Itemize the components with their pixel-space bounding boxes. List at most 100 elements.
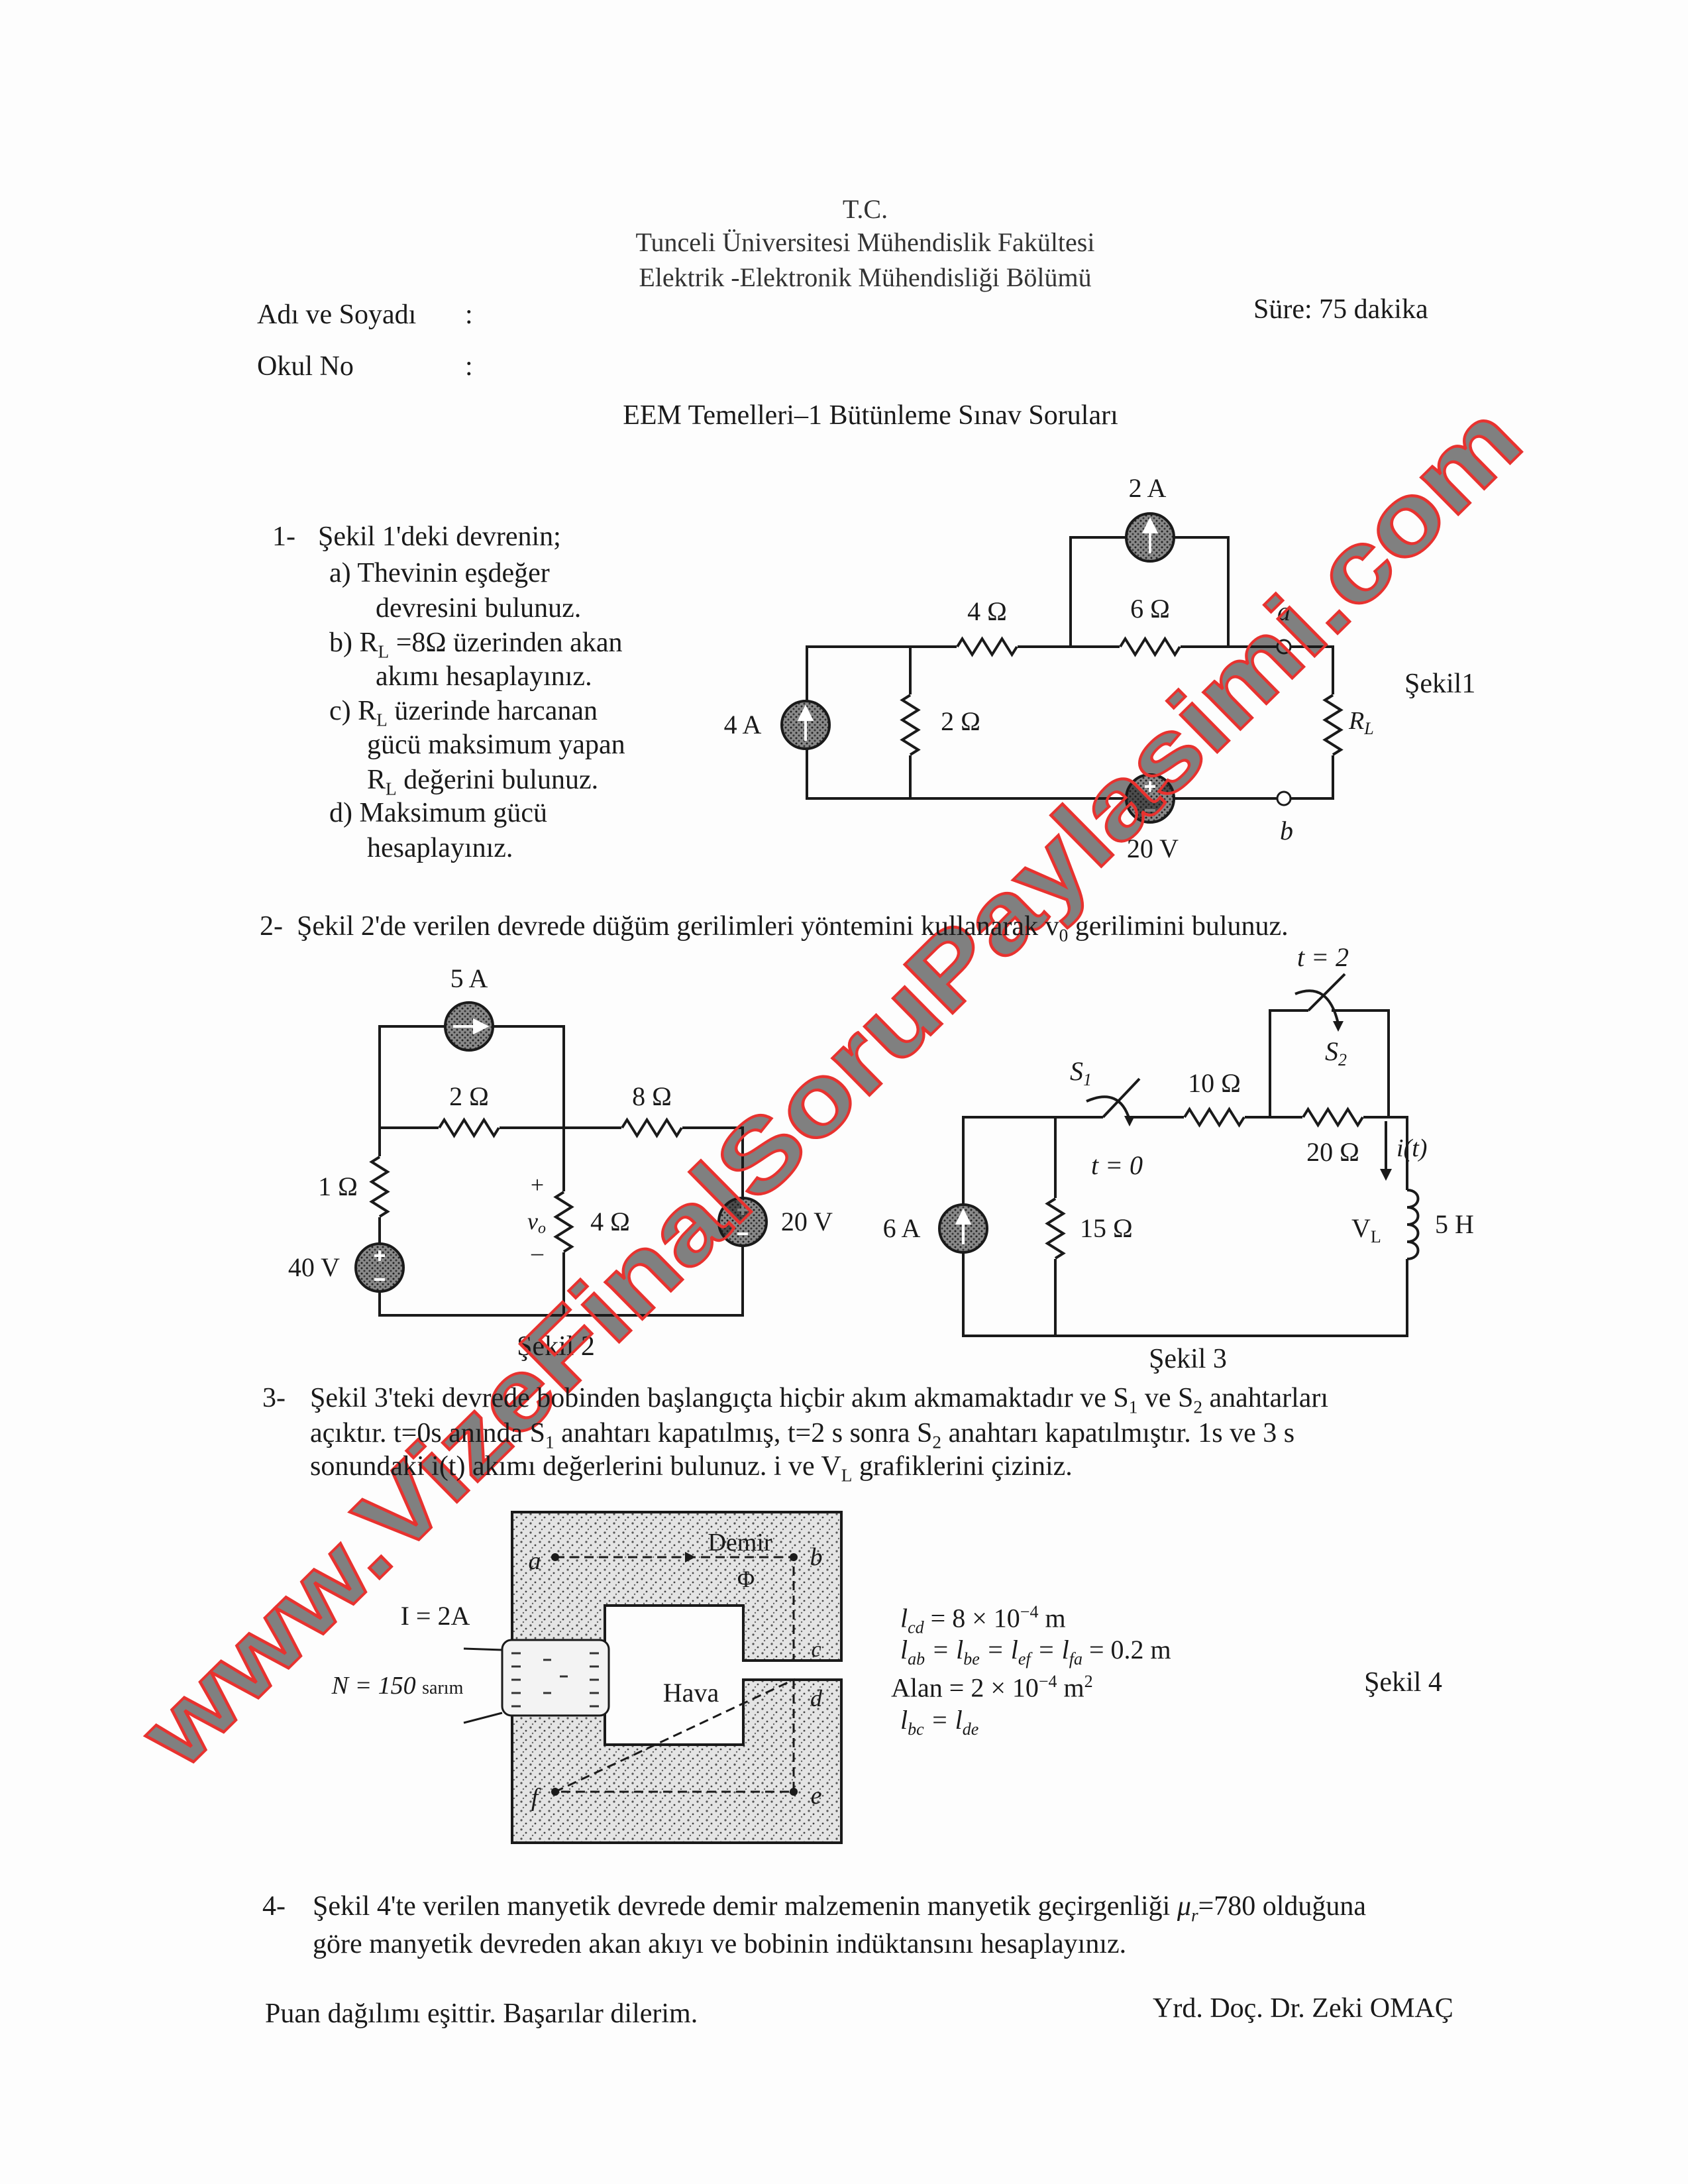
switch-s2-blade (1307, 973, 1346, 1012)
q3-number: 3- (262, 1383, 286, 1413)
label-4a: 4 A (724, 710, 762, 739)
q1b-line2: akımı hesaplayınız. (376, 661, 592, 692)
q1b: b) RL =8Ω üzerinden akan (329, 628, 623, 662)
label-20ohm: 20 Ω (1306, 1137, 1359, 1167)
resistor-20ohm (1302, 1107, 1364, 1128)
wire-top-loop (378, 1025, 565, 1315)
caption-sekil4: Şekil 4 (1364, 1667, 1442, 1698)
label-it: i(t) (1397, 1134, 1427, 1162)
label-pt-c: c (811, 1637, 821, 1662)
q4-number: 4- (262, 1891, 286, 1922)
label-6a: 6 A (883, 1213, 921, 1243)
label-pt-d: d (810, 1685, 823, 1712)
q1c-line2: gücü maksimum yapan (367, 730, 625, 760)
school-no-field[interactable] (490, 350, 1086, 383)
q1c: c) RL üzerinde harcanan (329, 696, 598, 730)
switch-s2-arrowhead (1333, 1021, 1344, 1032)
label-pt-e: e (811, 1782, 822, 1810)
label-2ohm: 2 Ω (941, 706, 980, 736)
current-arrowhead (1380, 1169, 1392, 1181)
switch-s1-arc (1086, 1095, 1131, 1120)
q1-intro: Şekil 1'deki devrenin; (318, 521, 561, 552)
exam-title: EEM Temelleri–1 Bütünleme Sınav Soruları (623, 400, 1118, 431)
arrow-icon (955, 1208, 972, 1244)
q1d-line2: hesaplayınız. (367, 833, 513, 863)
label-s1: S1 (1070, 1056, 1092, 1089)
caption-sekil2: Şekil 2 (517, 1331, 595, 1362)
label-vo: vo (527, 1208, 546, 1237)
footer-signature: Yrd. Doç. Dr. Zeki OMAÇ (1153, 1993, 1453, 2024)
name-field[interactable] (490, 298, 1086, 331)
caption-sekil3: Şekil 3 (1149, 1344, 1227, 1374)
label-4ohm: 4 Ω (967, 596, 1007, 626)
q4-line1: Şekil 4'te verilen manyetik devrede demi… (313, 1891, 1367, 1926)
q3-line2: açıktır. t=0s anında S1 anahtarı kapatıl… (310, 1418, 1295, 1452)
label-air: Hava (663, 1678, 719, 1708)
voltage-source-40v (354, 1242, 405, 1293)
label-15ohm: 15 Ω (1080, 1213, 1133, 1243)
label-10ohm: 10 Ω (1188, 1068, 1241, 1098)
label-flux: Φ (737, 1566, 755, 1592)
label-rl: RL (1348, 707, 1374, 738)
current-source-5a (444, 1001, 494, 1052)
switch-s1-arrowhead (1124, 1116, 1135, 1126)
header-university: Tunceli Üniversitesi Mühendislik Fakülte… (635, 227, 1095, 257)
label-1ohm: 1 Ω (318, 1172, 358, 1201)
header-tc: T.C. (842, 194, 888, 224)
resistor-4ohm (553, 1191, 574, 1253)
q3-line1: Şekil 3'teki devrede bobinden başlangıçt… (310, 1383, 1329, 1417)
caption-sekil1: Şekil1 (1404, 669, 1475, 699)
coil-windings (511, 1652, 599, 1708)
source-body (717, 1197, 768, 1247)
polarity-icon (1145, 781, 1155, 812)
source-body (1125, 773, 1175, 824)
label-5h: 5 H (1435, 1209, 1474, 1239)
school-no-colon: : (465, 351, 473, 382)
arrow-icon (453, 1018, 490, 1035)
resistor-load (1322, 694, 1344, 756)
resistor-8ohm (621, 1117, 683, 1138)
school-no-label: Okul No (257, 351, 354, 382)
label-6ohm: 6 Ω (1130, 594, 1170, 624)
label-t0: t = 0 (1091, 1150, 1143, 1180)
voltage-source-20v (1125, 773, 1175, 824)
label-b: b (1280, 816, 1293, 846)
coil (501, 1639, 610, 1717)
duration: Süre: 75 dakika (1253, 294, 1428, 325)
current-source-4a (780, 700, 831, 750)
eq-lbc: lbc = lde (900, 1705, 979, 1739)
q1c-line3: RL değerini bulunuz. (367, 765, 599, 799)
inductor-5h (1406, 1189, 1420, 1260)
voltage-source-20v (717, 1197, 768, 1247)
label-turns: N = 150 sarım (331, 1672, 464, 1700)
eq-lengths: lab = lbe = lef = lfa = 0.2 m (900, 1635, 1171, 1668)
label-t2: t = 2 (1297, 942, 1349, 972)
current-source-2a (1125, 512, 1175, 563)
switch-s2-arc (1294, 989, 1340, 1024)
resistor-6ohm (1119, 636, 1181, 657)
figure-3-circuit: t = 2 S2 S1 10 Ω 20 Ω t = 0 i(t) 6 A 15 … (883, 942, 1474, 1374)
q1-number: 1- (272, 521, 295, 552)
label-current: I = 2A (401, 1601, 470, 1631)
polarity-icon (374, 1250, 385, 1281)
arrow-icon (797, 704, 814, 741)
resistor-2ohm (900, 694, 921, 756)
resistor-10ohm (1183, 1107, 1245, 1128)
arrow-icon (1141, 517, 1159, 553)
coil-leads (463, 1647, 503, 1724)
label-40v: 40 V (288, 1252, 340, 1282)
footer-note: Puan dağılımı eşittir. Başarılar dilerim… (265, 1998, 698, 2029)
label-20v: 20 V (1127, 834, 1179, 863)
eq-lcd: lcd = 8 × 10−4 m (900, 1602, 1066, 1637)
terminal-b (1276, 791, 1292, 806)
terminal-a (1276, 639, 1292, 655)
resistor-1ohm (369, 1156, 390, 1218)
label-5a: 5 A (450, 963, 488, 993)
name-label: Adı ve Soyadı (257, 300, 417, 330)
resistor-15ohm (1045, 1197, 1066, 1260)
question-2: 2- Şekil 2'de verilen devrede düğüm geri… (260, 911, 1289, 946)
flux-arrow (685, 1552, 696, 1562)
label-2a: 2 A (1129, 473, 1167, 503)
figure-2-circuit: 5 A 2 Ω 8 Ω 1 Ω 40 V + – vo 4 Ω 20 V Şek… (288, 963, 833, 1362)
